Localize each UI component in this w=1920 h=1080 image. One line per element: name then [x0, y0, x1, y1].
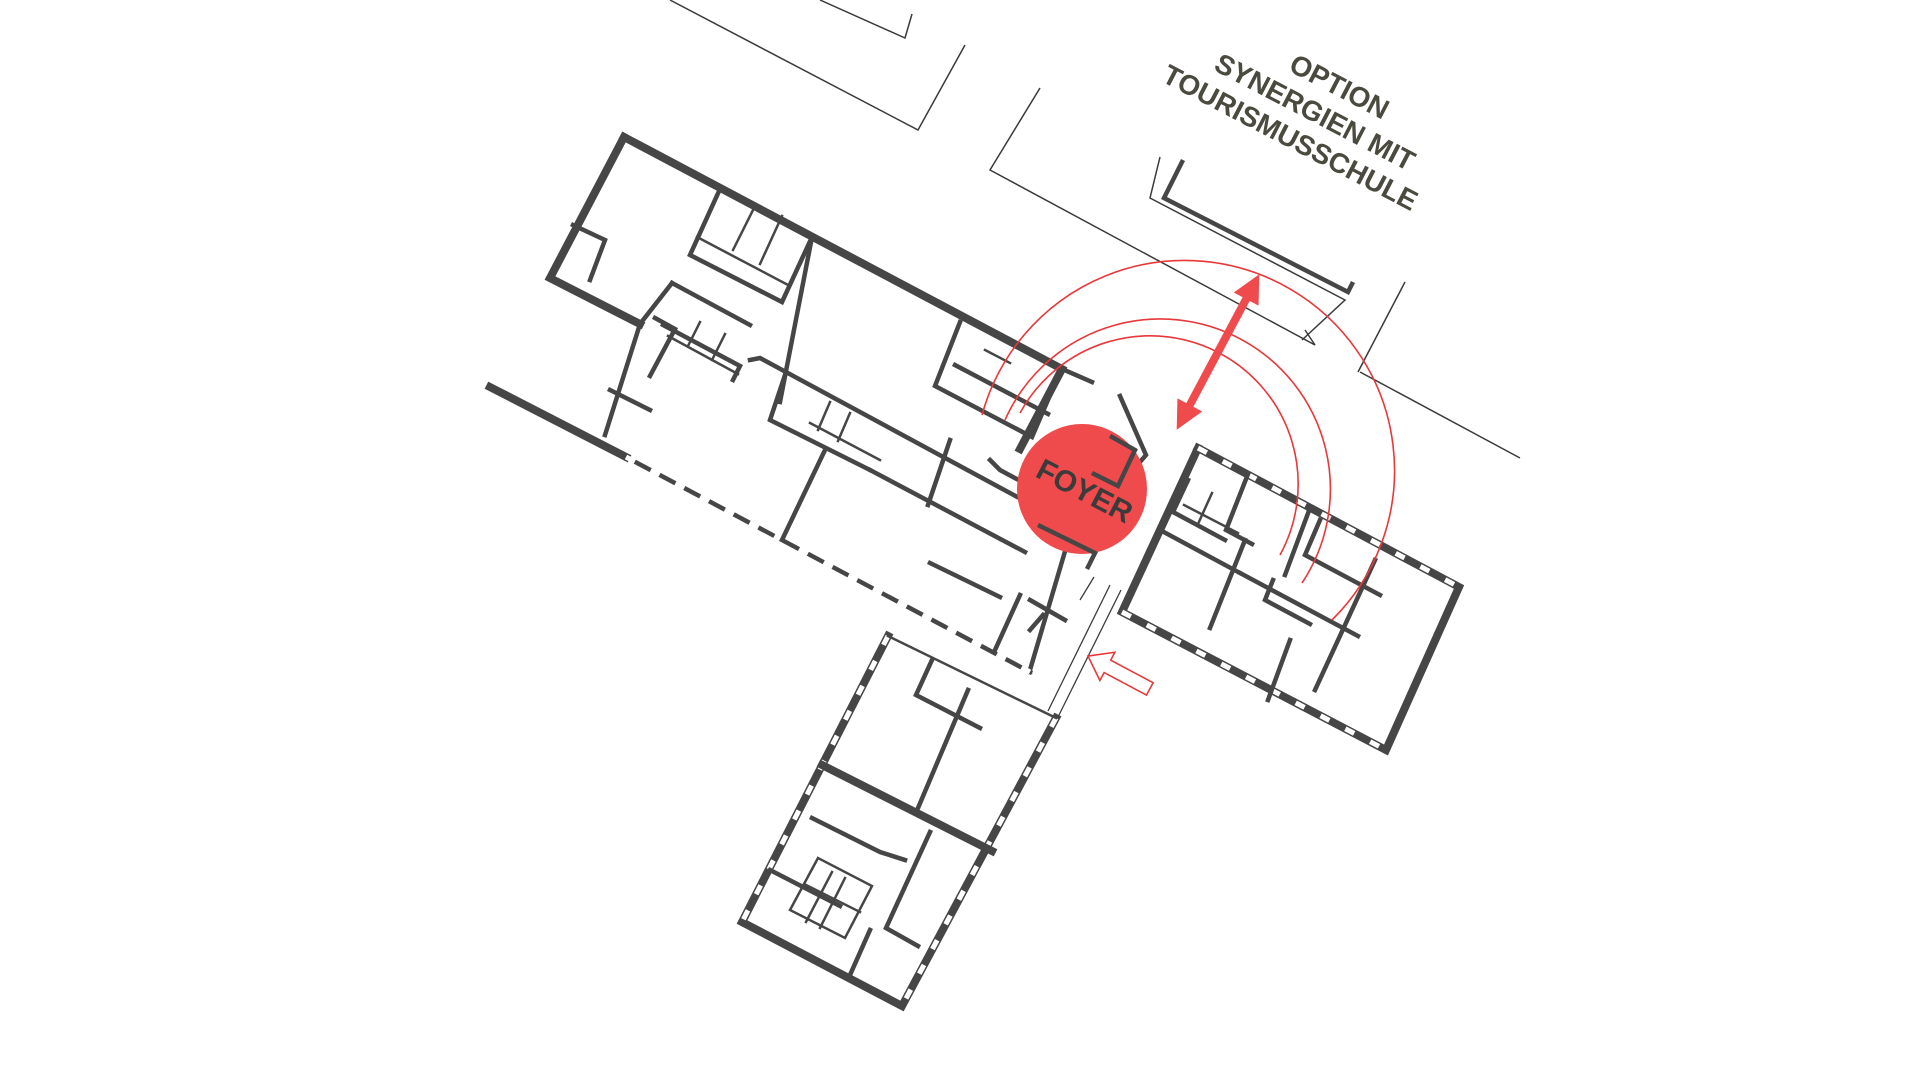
tourismusschule-outline [1160, 158, 1356, 296]
entrance-arrow-icon [1086, 651, 1155, 697]
link-corridor [1047, 576, 1122, 718]
east-wing [1116, 442, 1465, 756]
stair-block [788, 856, 874, 940]
synergy-annotation: OPTION SYNERGIEN MIT TOURISMUSSCHULE [1158, 47, 1423, 216]
foyer-marker: FOYER [1017, 424, 1147, 571]
south-wing [736, 630, 1062, 1012]
site-context-lines [669, 0, 1521, 459]
main-wing [484, 131, 1149, 676]
double-headed-arrow-icon [1176, 274, 1260, 430]
